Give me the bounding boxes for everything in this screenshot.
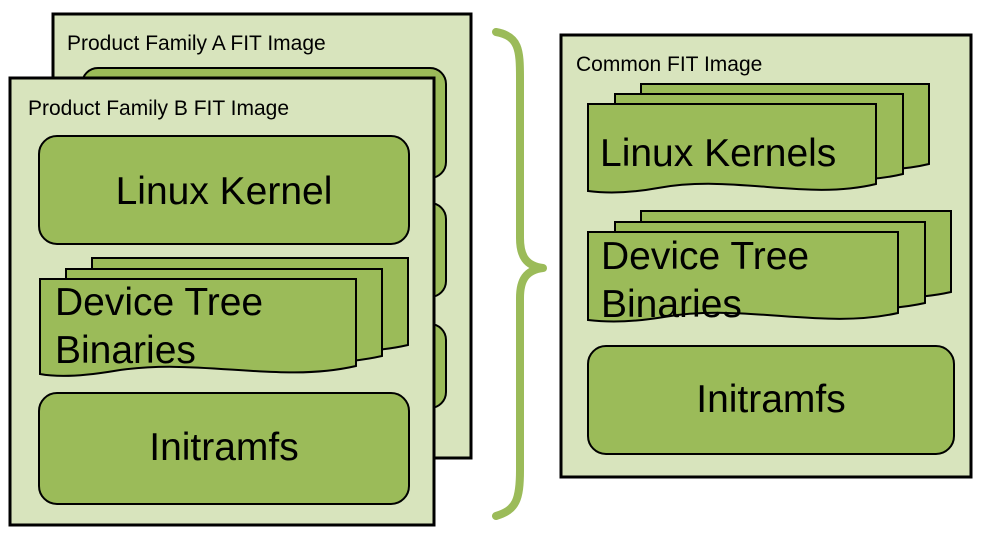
common-title: Common FIT Image: [576, 53, 763, 76]
common-device-tree-line1: Device Tree: [601, 235, 810, 278]
brace-connector: [492, 28, 547, 520]
family-b-linux-kernel-block: [38, 135, 410, 245]
family-b-device-tree-line1: Device Tree: [55, 281, 264, 324]
family-b-initramfs-label: Initramfs: [149, 426, 299, 469]
common-initramfs-label: Initramfs: [696, 378, 846, 421]
common-initramfs-block: [587, 345, 955, 455]
common-kernel-doc-front: [587, 103, 877, 194]
family-a-title: Product Family A FIT Image: [67, 32, 326, 55]
family-b-linux-kernel-label: Linux Kernel: [115, 170, 333, 213]
common-dt-doc-front: [587, 231, 899, 323]
family-b-title: Product Family B FIT Image: [28, 97, 290, 120]
common-linux-kernels-label: Linux Kernels: [600, 132, 837, 175]
family-b-initramfs-block: [38, 392, 410, 505]
family-b-device-tree-line2: Binaries: [55, 329, 196, 372]
common-device-tree-line2: Binaries: [601, 283, 742, 326]
family-b-dt-doc-front: [39, 278, 357, 377]
